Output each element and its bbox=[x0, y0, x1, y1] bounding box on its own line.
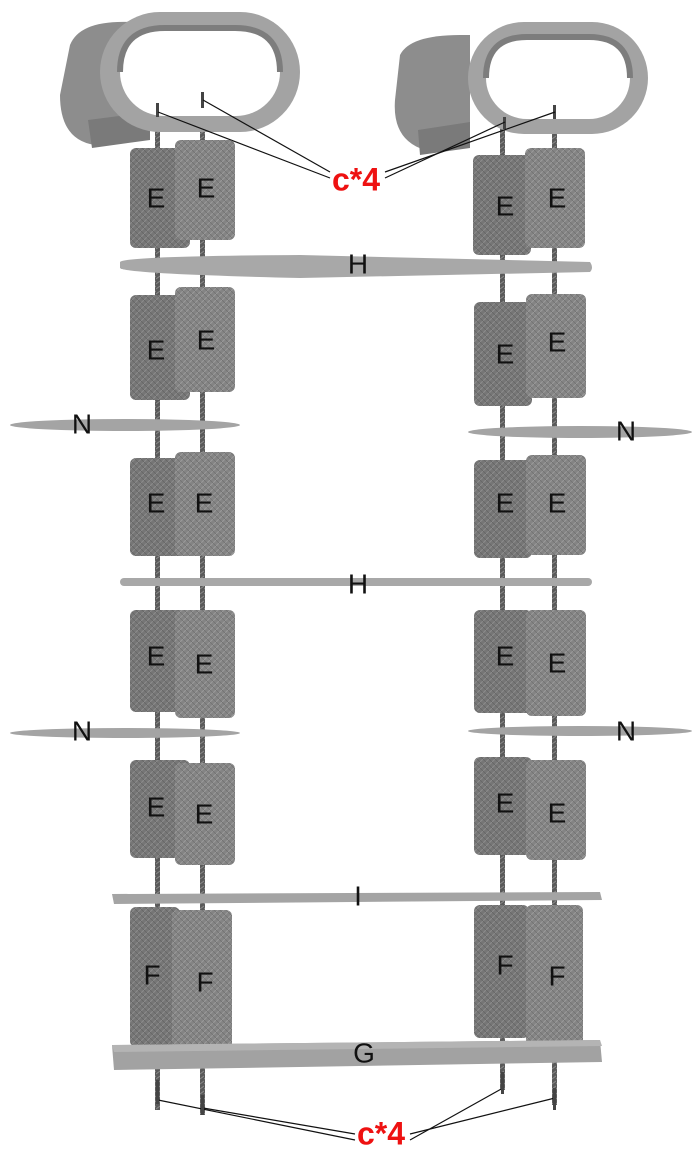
label-e: E bbox=[195, 648, 214, 679]
plate-n-lower-right bbox=[468, 726, 692, 736]
coil-stack-row2-right bbox=[474, 294, 586, 406]
plate-n-upper-left bbox=[10, 419, 240, 431]
coupling-label-bottom: c*4 bbox=[357, 1115, 405, 1151]
rod bbox=[552, 105, 557, 1105]
labels: c*4 c*4 E E E E H E E E E N N E E E E H … bbox=[72, 161, 636, 1151]
label-e: E bbox=[147, 182, 166, 213]
coupling-pins-bottom bbox=[156, 1072, 556, 1115]
coil-stack-f-left bbox=[130, 907, 232, 1055]
annotation-leaders bbox=[157, 99, 556, 1141]
label-e: E bbox=[195, 487, 214, 518]
label-e: E bbox=[548, 647, 567, 678]
coil-stack-upper-right bbox=[473, 148, 585, 255]
coil-stack-row3-right bbox=[474, 455, 586, 558]
label-g: G bbox=[353, 1037, 375, 1068]
label-h: H bbox=[348, 568, 368, 599]
label-e: E bbox=[548, 182, 567, 213]
label-e: E bbox=[147, 487, 166, 518]
label-e: E bbox=[147, 334, 166, 365]
label-e: E bbox=[496, 640, 515, 671]
rod bbox=[155, 100, 160, 1110]
label-e: E bbox=[496, 487, 515, 518]
coil-stack-upper-left bbox=[130, 140, 235, 248]
coupling-label-top: c*4 bbox=[332, 161, 380, 197]
label-n: N bbox=[616, 415, 636, 446]
top-ring-left bbox=[60, 12, 300, 148]
plate-h-middle bbox=[120, 578, 592, 586]
rod bbox=[500, 115, 505, 1090]
coil-stack-row4-left bbox=[130, 610, 235, 718]
label-n: N bbox=[616, 715, 636, 746]
label-i: I bbox=[354, 880, 362, 911]
label-f: F bbox=[143, 959, 160, 990]
label-f: F bbox=[496, 949, 513, 980]
plate-h-upper bbox=[120, 255, 592, 278]
coil-stack-row2-left bbox=[130, 287, 235, 400]
label-e: E bbox=[147, 791, 166, 822]
threaded-rods bbox=[155, 95, 557, 1115]
label-h: H bbox=[348, 248, 368, 279]
coil-stack-row3-left bbox=[130, 452, 235, 556]
plate-n-lower-left bbox=[10, 728, 240, 738]
label-e: E bbox=[195, 798, 214, 829]
plate-g bbox=[112, 1040, 602, 1070]
label-e: E bbox=[147, 640, 166, 671]
plate-n-upper-right bbox=[468, 426, 692, 438]
label-e: E bbox=[548, 487, 567, 518]
label-n: N bbox=[72, 715, 92, 746]
label-e: E bbox=[496, 338, 515, 369]
label-f: F bbox=[196, 966, 213, 997]
label-e: E bbox=[496, 787, 515, 818]
coil-stack-row5-right bbox=[474, 757, 586, 860]
label-f: F bbox=[548, 960, 565, 991]
rod bbox=[200, 95, 205, 1115]
label-e: E bbox=[197, 324, 216, 355]
label-e: E bbox=[548, 326, 567, 357]
top-ring-right bbox=[394, 22, 648, 155]
label-e: E bbox=[548, 797, 567, 828]
label-e: E bbox=[496, 190, 515, 221]
coil-stack-f-right bbox=[474, 905, 583, 1048]
label-n: N bbox=[72, 408, 92, 439]
coil-stack-row5-left bbox=[130, 760, 235, 865]
coil-stack-row4-right bbox=[474, 610, 586, 716]
label-e: E bbox=[197, 172, 216, 203]
plate-i bbox=[112, 892, 602, 904]
